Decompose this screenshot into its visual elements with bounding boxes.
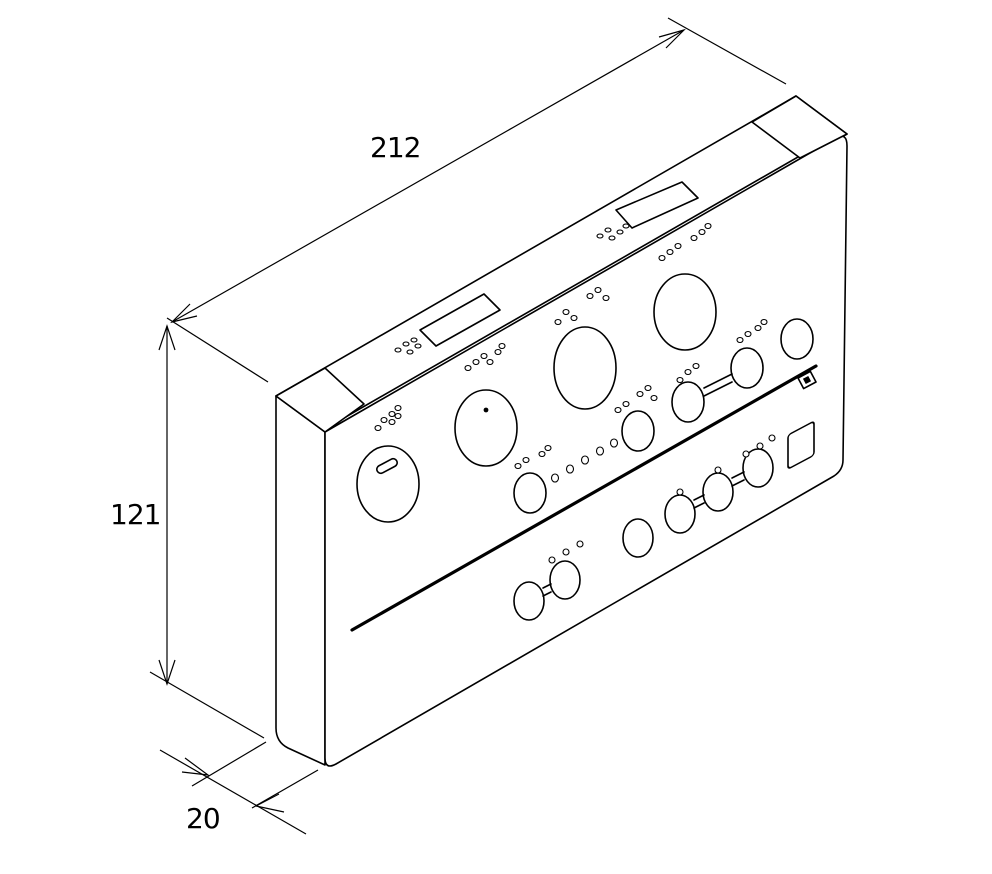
battery-icon-fill bbox=[802, 375, 812, 385]
top-led-dot bbox=[604, 227, 612, 233]
rotary-knob-2[interactable] bbox=[553, 326, 617, 410]
top-led-dot bbox=[414, 343, 422, 349]
button-slider-left[interactable] bbox=[671, 381, 705, 423]
led-indicator bbox=[580, 455, 590, 465]
battery-icon bbox=[797, 370, 817, 390]
enclosure-body bbox=[275, 95, 848, 767]
link-lower-23-top bbox=[693, 494, 705, 501]
link-lower-34-top bbox=[731, 471, 745, 479]
led-group bbox=[374, 404, 402, 432]
top-end-cap-left bbox=[275, 367, 365, 433]
rotary-knob-1-indicator bbox=[483, 407, 489, 413]
top-led-dots bbox=[394, 223, 630, 355]
extension-line-height-bottom bbox=[149, 671, 265, 739]
arrowhead-height-top bbox=[158, 324, 176, 351]
led-group bbox=[676, 318, 768, 384]
power-knob[interactable] bbox=[356, 445, 420, 523]
led-indicator bbox=[550, 473, 560, 483]
button-lower-4[interactable] bbox=[742, 448, 774, 488]
enclosure-left-face bbox=[275, 395, 326, 766]
link-bottom-bottom bbox=[542, 591, 552, 597]
top-led-dot bbox=[394, 347, 402, 353]
dimension-line-depth-left bbox=[191, 741, 267, 787]
link-lower-34-bottom bbox=[731, 479, 745, 487]
led-group bbox=[614, 384, 658, 414]
top-led-dot bbox=[608, 235, 616, 241]
extension-line-width-left bbox=[166, 317, 269, 383]
top-led-dot bbox=[410, 337, 418, 343]
led-indicator bbox=[595, 446, 605, 456]
dimension-label-width: 212 bbox=[370, 131, 420, 164]
front-panel bbox=[350, 222, 818, 632]
top-display-window-left bbox=[419, 293, 501, 347]
led-group bbox=[658, 222, 712, 262]
link-lower-23-bottom bbox=[693, 502, 705, 509]
led-group bbox=[514, 444, 552, 470]
square-button[interactable] bbox=[787, 421, 815, 469]
dimension-label-height: 121 bbox=[110, 498, 160, 531]
dimension-line-depth-right bbox=[251, 769, 319, 809]
dimension-height: 121 bbox=[110, 324, 265, 739]
slider-track-upper-bottom bbox=[703, 381, 733, 397]
button-bottom-right[interactable] bbox=[549, 560, 581, 600]
led-indicator bbox=[565, 464, 575, 474]
rotary-knob-1[interactable] bbox=[454, 389, 518, 467]
extension-line-depth bbox=[159, 749, 307, 835]
dimension-label-depth: 20 bbox=[186, 802, 220, 835]
button-mid-right[interactable] bbox=[621, 410, 655, 452]
button-top-right[interactable] bbox=[780, 318, 814, 360]
extension-line-width-right bbox=[667, 17, 787, 85]
dimension-depth: 20 bbox=[159, 741, 319, 835]
arrowhead-width-right bbox=[658, 28, 687, 49]
led-group bbox=[464, 342, 506, 372]
top-led-dot bbox=[596, 233, 604, 239]
top-led-dot bbox=[406, 349, 414, 355]
power-knob-slot-icon bbox=[376, 457, 398, 475]
enclosure-front-face bbox=[324, 135, 848, 767]
top-front-rim bbox=[329, 133, 839, 427]
led-group bbox=[548, 540, 584, 564]
led-group bbox=[554, 286, 610, 326]
slider-track-upper-top bbox=[703, 373, 733, 389]
front-panel-groove bbox=[350, 364, 818, 632]
button-slider-right[interactable] bbox=[730, 347, 764, 389]
led-indicator bbox=[609, 438, 619, 448]
top-display-window-right bbox=[615, 181, 699, 229]
arrowhead-depth-left bbox=[181, 757, 211, 776]
top-end-cap-right bbox=[751, 95, 848, 159]
rotary-knob-3[interactable] bbox=[653, 273, 717, 351]
button-bottom-left[interactable] bbox=[513, 581, 545, 621]
arrowhead-depth-right bbox=[254, 793, 285, 813]
dimension-line-width bbox=[171, 29, 685, 323]
top-led-dot bbox=[622, 223, 630, 229]
dimension-width: 212 bbox=[166, 17, 787, 383]
top-led-dot bbox=[402, 341, 410, 347]
arrowhead-height-bottom bbox=[158, 659, 176, 686]
top-led-dot bbox=[616, 229, 624, 235]
arrowhead-width-left bbox=[170, 303, 198, 324]
button-mid-left[interactable] bbox=[513, 472, 547, 514]
led-group bbox=[676, 434, 776, 496]
button-lower-1[interactable] bbox=[622, 518, 654, 558]
link-bottom-top bbox=[542, 583, 552, 589]
